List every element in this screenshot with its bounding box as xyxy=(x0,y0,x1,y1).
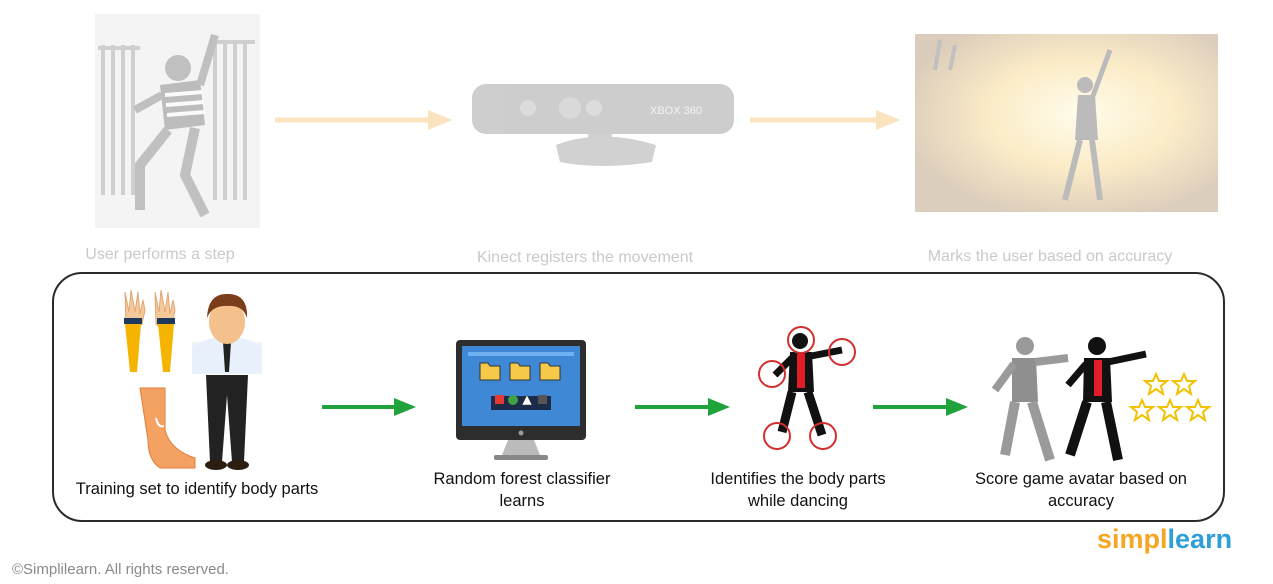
folder-icons xyxy=(479,362,561,381)
grey-dancer-icon xyxy=(991,337,1069,462)
logo-part-2: learn xyxy=(1167,524,1233,554)
bottom-arrow-2 xyxy=(635,398,730,416)
top-arrow-1 xyxy=(275,110,452,130)
logo-part-1: simpl xyxy=(1097,524,1168,554)
bottom-arrow-1 xyxy=(322,398,416,416)
bottom-step-4-label: Score game avatar based on accuracy xyxy=(975,470,1187,510)
simplilearn-logo: simpllearn xyxy=(1097,524,1232,555)
top-step-1-label: User performs a step xyxy=(85,246,235,263)
top-flow-graphics: XBOX 360 xyxy=(95,14,1218,228)
black-dancer-icon xyxy=(1065,337,1147,462)
dancer-body-parts-icon xyxy=(758,326,856,450)
dancer-photo-image xyxy=(95,14,260,228)
bottom-arrow-3 xyxy=(873,398,968,416)
kinect-sensor-image: XBOX 360 xyxy=(472,84,734,166)
person-icon xyxy=(192,293,262,470)
computer-monitor-icon xyxy=(456,340,586,460)
game-screenshot-image xyxy=(915,34,1218,212)
top-step-2-label: Kinect registers the movement xyxy=(476,249,694,266)
shapes-icon xyxy=(491,394,551,410)
top-step-3-label: Marks the user based on accuracy xyxy=(927,248,1173,265)
top-arrow-2 xyxy=(750,110,900,130)
foot-icon xyxy=(139,387,196,469)
bottom-step-1-label: Training set to identify body parts xyxy=(75,480,319,498)
bottom-step-2-label: Random forest classifier learns xyxy=(433,470,611,510)
bottom-step-3-label: Identifies the body parts while dancing xyxy=(710,470,886,510)
copyright-text: ©Simplilearn. All rights reserved. xyxy=(12,561,229,578)
bottom-flow-graphics xyxy=(124,289,1212,470)
process-panel xyxy=(52,272,1225,522)
star-icons xyxy=(1128,371,1212,423)
arms-icon xyxy=(124,318,175,372)
kinect-brand-text: XBOX 360 xyxy=(650,105,702,117)
